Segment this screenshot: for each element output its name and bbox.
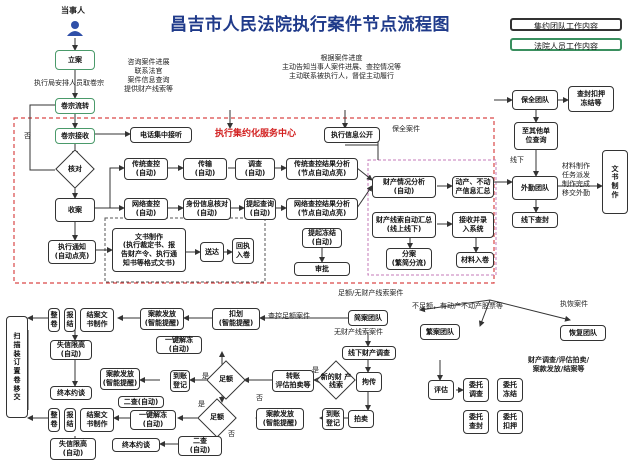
preserve-note: 保全案件 — [392, 125, 420, 133]
deliver-node: 送达 — [200, 242, 224, 262]
entrust-survey-node: 委托 调查 — [463, 378, 489, 402]
party-label: 当事人 — [61, 6, 85, 15]
asset-analysis-node: 财产情况分析 (自动) — [372, 176, 436, 198]
phone-node: 电话集中接听 — [130, 127, 192, 143]
offline-seal-node: 线下查封 — [512, 212, 558, 228]
sufficient-case-note: 足额/无财产线索案件 — [338, 289, 404, 297]
scan-node: 扫 描 装 订 置 卷 移 交 — [6, 316, 28, 418]
enforce-case-note: 执恢案件 — [560, 300, 588, 308]
movable-summary-node: 动产、不动 产信息汇总 — [452, 176, 494, 198]
diverge-node: 分案 (繁简分流) — [386, 248, 432, 270]
no-label-3: 否 — [228, 430, 235, 438]
one-release-node: 一键解冻 (自动) — [156, 336, 202, 354]
custody-team-node: 保全团队 — [512, 90, 558, 110]
id-verify-node: 身份信息核对 (自动) — [183, 198, 231, 220]
trad-result-node: 传统查控结果分析 (节点自动点亮) — [286, 158, 358, 180]
offline-survey-node: 线下财产调查 — [342, 346, 396, 360]
trad-check-node: 传统查控 (自动) — [124, 158, 168, 180]
collect-node: 收案 — [55, 198, 95, 222]
field-team-node: 外勤团队 — [512, 176, 558, 200]
dishonest2-node: 失信限高 (自动) — [50, 438, 96, 460]
legend-dark: 集约团队工作内容 — [510, 18, 622, 31]
yes-label-1: 是 — [312, 366, 319, 374]
close-doc2-node: 结案文 书制作 — [80, 408, 114, 432]
verify-label: 核对 — [68, 165, 82, 173]
auction-node: 拍卖 — [348, 410, 374, 428]
fund-release2-node: 案款发放 (智能提醒) — [100, 368, 140, 390]
close-doc-node: 结案文 书制作 — [80, 308, 114, 332]
restore-tasks-note: 财产调查/评估拍卖/ 案款发放/结案等 — [528, 356, 590, 374]
entrust-freeze-node: 委托 冻结 — [497, 378, 523, 402]
archive1-node: 整 卷 — [48, 308, 60, 332]
net-result-node: 网络查控结果分析 (节点自动点亮) — [286, 198, 358, 220]
notice-node: 执行通知 (自动点亮) — [48, 240, 96, 264]
receive-node: 卷宗接收 — [55, 128, 95, 144]
check-sufficient-note: 查控足额案件 — [268, 312, 310, 320]
disclosure-node: 执行信息公开 — [324, 127, 380, 143]
survey-node: 调查 (自动) — [235, 158, 275, 180]
docs-node: 文书制作 (执行裁定书、报 告财产令、执行通 知书等格式文书) — [112, 228, 186, 272]
material-node: 材料入卷 — [456, 252, 494, 268]
receipt-node: 回执 入卷 — [232, 238, 254, 264]
detain-node: 拘传 — [356, 372, 382, 392]
legend-green: 法院人员工作内容 — [510, 38, 622, 51]
to-reg2-node: 到账 登记 — [322, 408, 344, 430]
fund-release-node: 案款发放 (智能提醒) — [140, 308, 184, 330]
material-support-note: 材料制作 任务派发 制作完成 移交外勤 — [562, 162, 590, 198]
reject-label: 否 — [24, 132, 31, 140]
sufficient2-label: 足额 — [210, 413, 224, 421]
proactive-note: 根据案件进度 主动告知当事人案件进展、查控情况等 主动联系被执行人，督促主动履行 — [282, 54, 401, 81]
insufficient-note: 不足额，有动产不动产股票等 — [412, 302, 503, 310]
freeze-node: 提起冻结 (自动) — [302, 228, 342, 248]
transmit-node: 传输 (自动) — [183, 158, 227, 180]
service-center-label: 执行集约化服务中心 — [215, 129, 297, 139]
consult-note: 咨询案件进展 联系法官 案件信息查询 提供财产线索等 — [124, 58, 173, 94]
doc-make-node: 文 书 制 作 — [602, 150, 628, 214]
entrust-seal-node: 委托 查封 — [463, 410, 489, 434]
asset-clue-node: 财产线索自动汇总 (线上线下) — [372, 212, 436, 238]
transfer-eval-node: 转账 评估拍卖等 — [272, 370, 314, 392]
report1-node: 报 结 — [64, 308, 76, 332]
seal-freeze-node: 查封扣押 冻结等 — [568, 86, 614, 112]
field-query-node: 至其他单 位查询 — [514, 122, 558, 150]
guide-note: 执行局安排人员取卷宗 — [34, 79, 104, 87]
deduct-node: 扣划 (智能提醒) — [212, 308, 260, 330]
fund-release3-node: 案款发放 (智能提醒) — [256, 408, 304, 430]
no-asset-note: 无财产线索案件 — [334, 328, 383, 336]
restore-team-node: 恢复团队 — [560, 325, 606, 341]
service-center-region — [13, 117, 495, 284]
net-check-node: 网络查控 (自动) — [124, 198, 168, 220]
offline-note: 线下 — [510, 156, 524, 164]
transfer-node: 卷宗流转 — [55, 98, 95, 114]
evaluate-node: 评估 — [428, 380, 454, 400]
approve-node: 审批 — [294, 262, 350, 276]
final-talk-node: 终本约谈 — [50, 386, 92, 400]
asset-region — [367, 159, 497, 276]
to-reg-node: 到账 登记 — [170, 370, 190, 392]
sufficient-label: 足额 — [219, 375, 233, 383]
second-check2-node: 二查 (自动) — [178, 436, 222, 456]
one-release2-node: 一键解冻 (自动) — [130, 410, 176, 430]
person-icon — [66, 20, 84, 36]
yes-label-3: 是 — [198, 400, 205, 408]
intake-node: 接收并录 入系统 — [452, 212, 494, 238]
register-node: 立案 — [55, 50, 95, 70]
second-check-node: 二查(自动) — [118, 396, 164, 408]
complex-team-node: 繁案团队 — [420, 324, 460, 340]
yes-label-2: 是 — [202, 372, 209, 380]
report2-node: 报 结 — [64, 408, 76, 432]
entrust-detain-node: 委托 扣押 — [497, 410, 523, 434]
query-node: 提起查询 (自动) — [244, 198, 276, 220]
page-title: 昌吉市人民法院执行案件节点流程图 — [170, 15, 450, 35]
simple-team-node: 简案团队 — [348, 310, 388, 326]
new-lead-label: 新的财 产线索 — [320, 373, 352, 390]
archive2-node: 整 卷 — [48, 408, 60, 432]
final2-node: 终本约谈 — [112, 438, 160, 452]
no-label-1: 否 — [256, 394, 263, 402]
dishonest-node: 失信限高 (自动) — [50, 340, 92, 360]
